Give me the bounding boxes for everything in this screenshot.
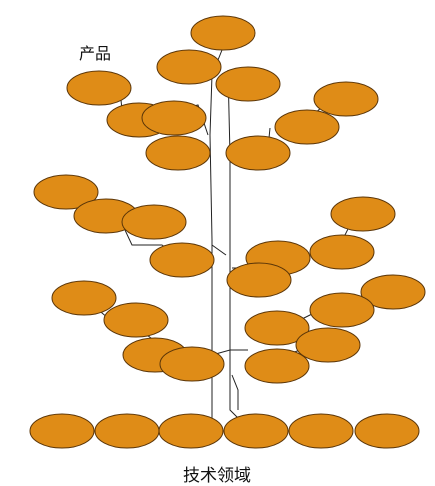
- tree-node: [190, 15, 256, 51]
- tree-node: [244, 310, 310, 346]
- tree-node: [288, 413, 354, 449]
- tech-domains-label: 技术领域: [183, 466, 251, 486]
- tree-node: [225, 135, 291, 171]
- connector-line: [211, 349, 248, 356]
- tree-node: [158, 413, 224, 449]
- tree-node: [33, 174, 99, 210]
- tree-node: [121, 204, 187, 240]
- tree-node: [159, 346, 225, 382]
- tree-nodes: [29, 15, 426, 449]
- tree-node: [51, 280, 117, 316]
- tree-node: [223, 413, 289, 449]
- tree-node: [354, 413, 420, 449]
- tree-node: [295, 327, 361, 363]
- tree-node: [360, 274, 426, 310]
- tree-node: [149, 242, 215, 278]
- tree-node: [313, 81, 379, 117]
- tree-node: [94, 413, 160, 449]
- tree-node: [274, 109, 340, 145]
- tree-node: [226, 262, 292, 298]
- connector-line: [231, 374, 239, 410]
- tree-node: [309, 292, 375, 328]
- connector-line: [211, 244, 227, 256]
- tree-node: [156, 49, 222, 85]
- tree-node: [66, 70, 132, 106]
- tree-node: [309, 234, 375, 270]
- connector-line: [227, 69, 241, 421]
- tree-node: [141, 100, 207, 136]
- tree-node: [29, 413, 95, 449]
- products-label: 产品: [79, 44, 112, 63]
- tree-node: [215, 66, 281, 102]
- tree-node: [330, 196, 396, 232]
- tree-node: [244, 348, 310, 384]
- tree-node: [145, 135, 211, 171]
- tree-node: [103, 302, 169, 338]
